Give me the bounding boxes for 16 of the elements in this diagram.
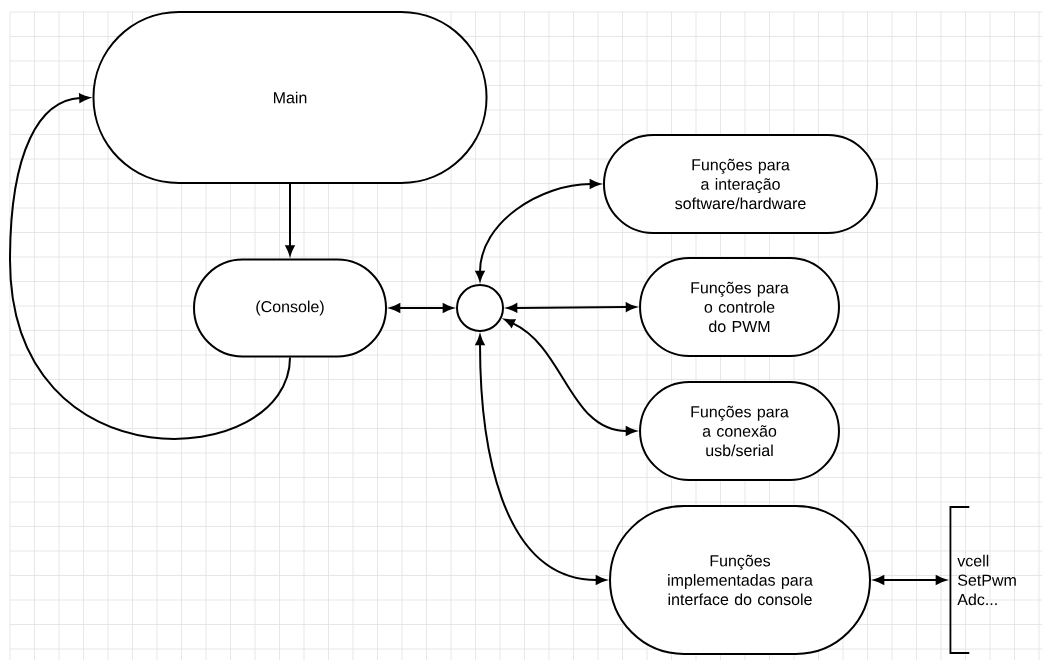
arrow bbox=[475, 179, 601, 282]
junction-circle bbox=[456, 284, 504, 332]
arrow bbox=[389, 303, 454, 313]
bracket-note: vcell SetPwm Adc... bbox=[949, 506, 1016, 654]
arrow bbox=[873, 575, 947, 585]
arrow bbox=[506, 302, 637, 313]
node-label: Funções implementadas para interface do console bbox=[668, 554, 813, 606]
rounded-box: Funções para o controle do PWM bbox=[639, 257, 840, 357]
rounded-box: Funções para a interação software/hardware bbox=[602, 134, 879, 234]
rounded-box: Main bbox=[92, 11, 488, 184]
arrow bbox=[475, 334, 607, 585]
arrow bbox=[504, 318, 637, 436]
rounded-box: Funções para a conexão usb/serial bbox=[639, 381, 840, 481]
arrow bbox=[285, 182, 295, 256]
arrow bbox=[9, 93, 291, 440]
rounded-box: Funções implementadas para interface do console bbox=[609, 505, 871, 655]
